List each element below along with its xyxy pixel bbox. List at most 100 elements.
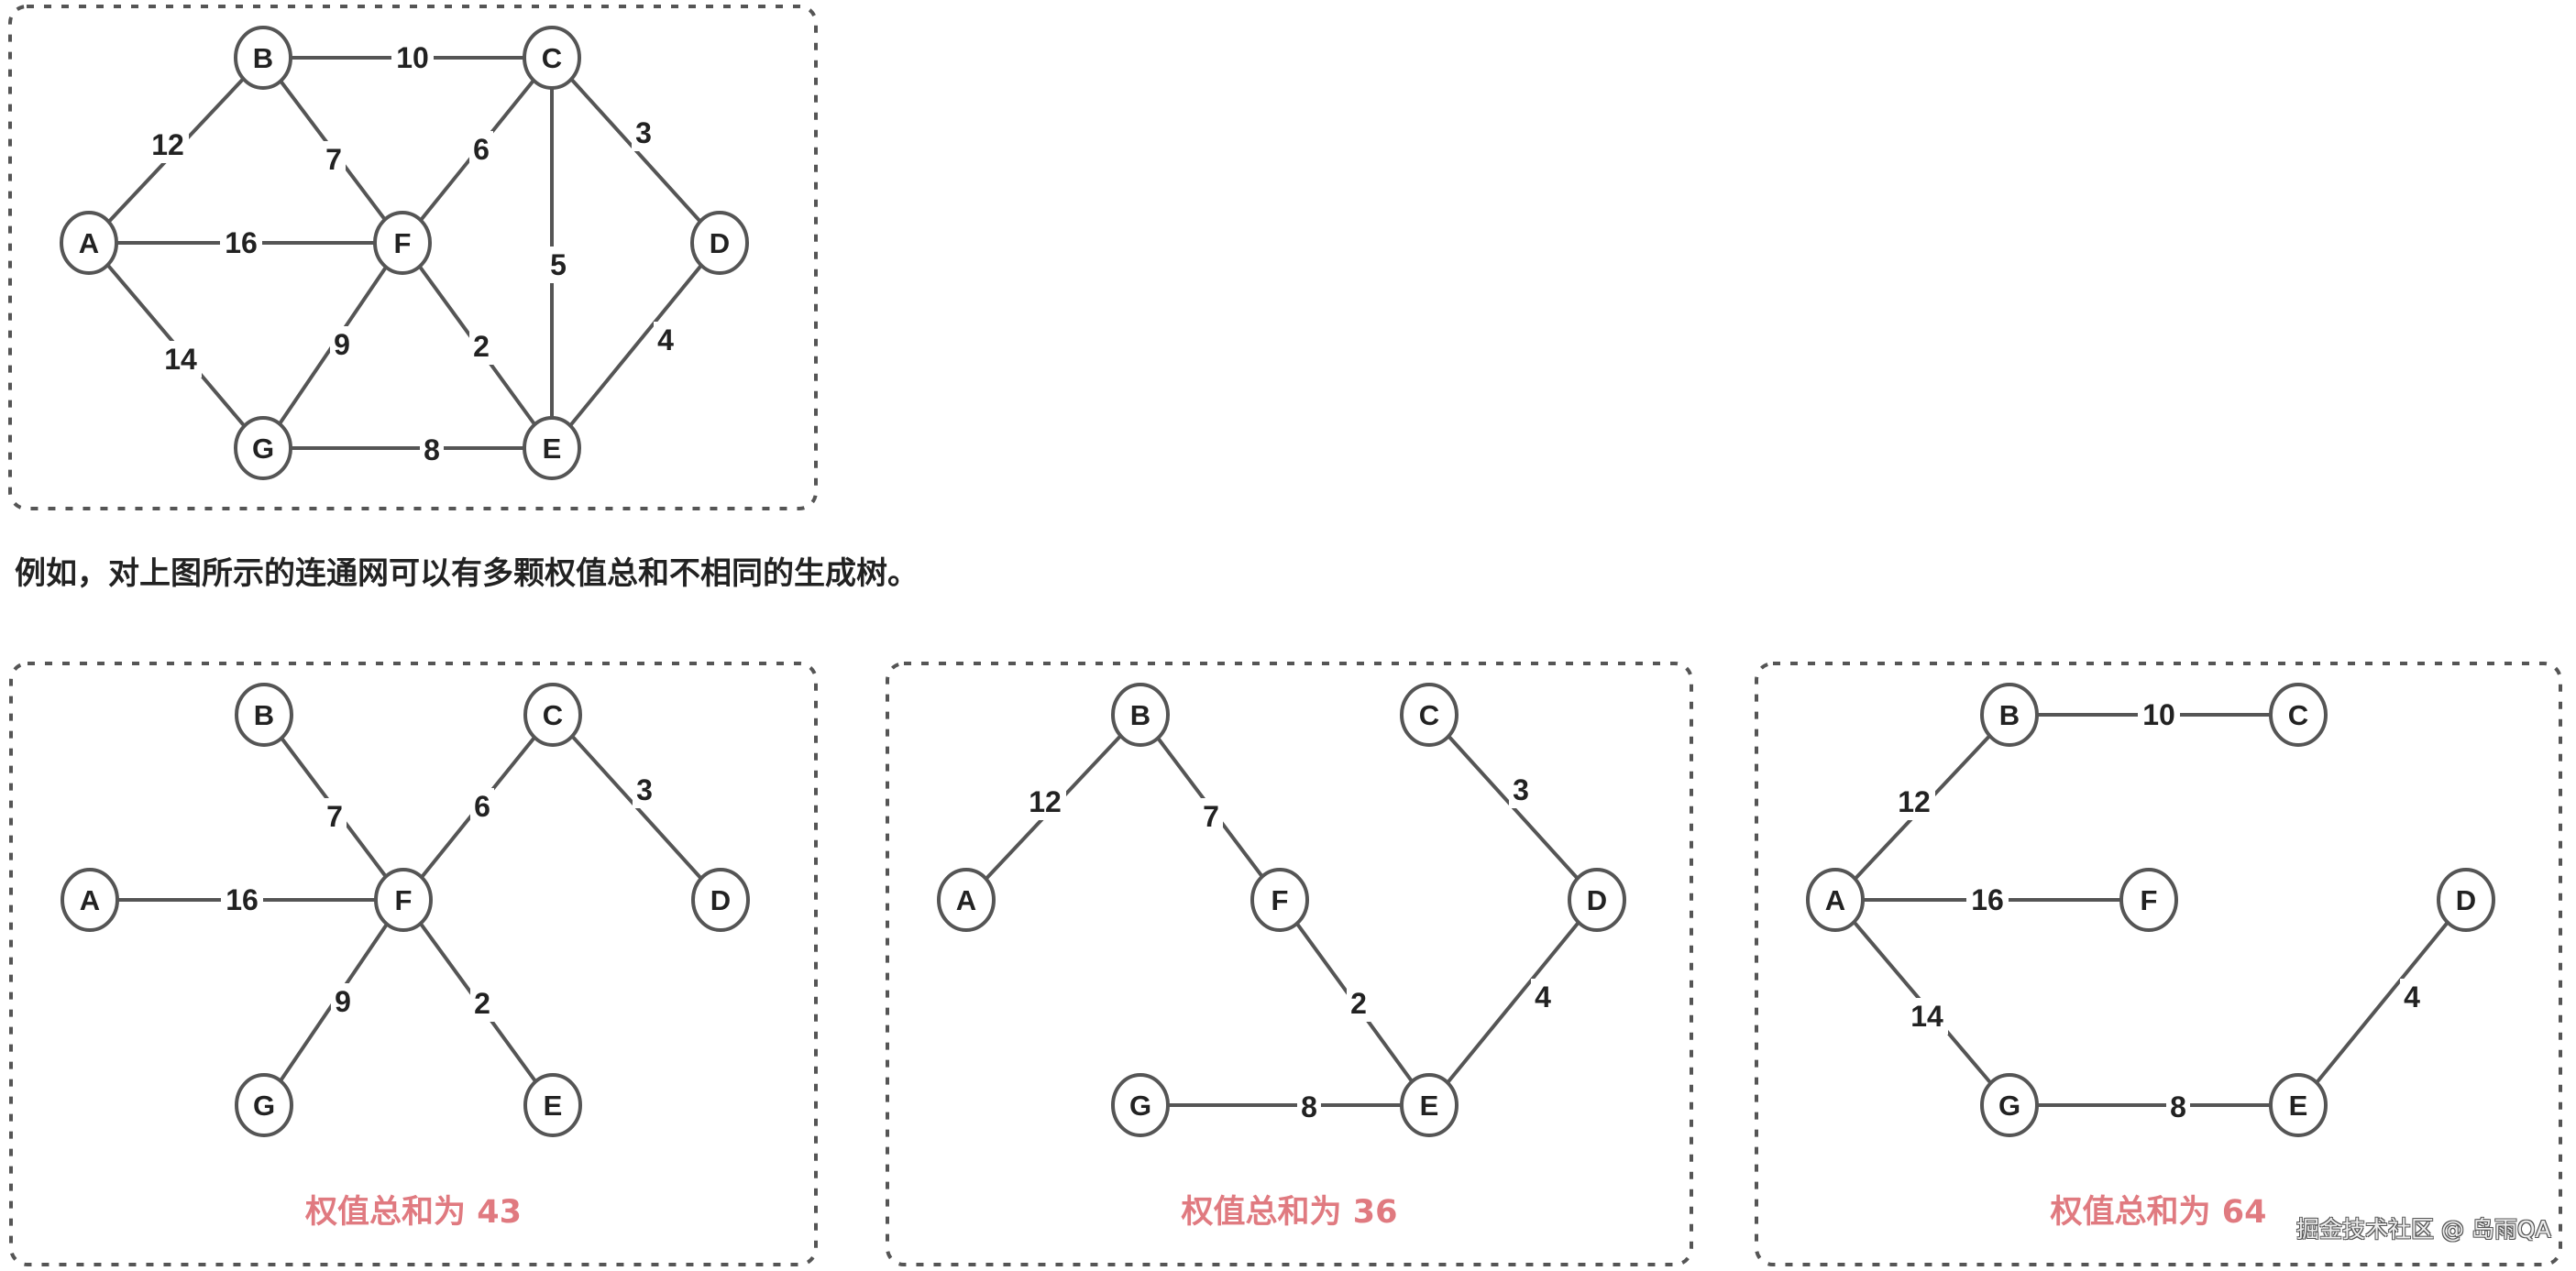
edge-weight-A-G: 14 [164,343,197,376]
spanning-tree-2-caption: 权值总和为 36 [1181,1194,1398,1231]
node-B: B [234,26,292,90]
svg-text:A: A [80,884,100,916]
node-F: F [373,211,432,275]
svg-text:F: F [395,884,413,916]
node-B: B [1111,683,1170,747]
svg-text:E: E [2289,1090,2308,1122]
edge-weight-A-B: 12 [1898,785,1931,818]
spanning-tree-1-caption: 权值总和为 43 [305,1194,522,1231]
spanning-tree-3-diagram: 10 12 16 14 8 4 A B C D E F G [1755,662,2562,1266]
node-F: F [1250,868,1309,932]
edge-weight-A-B: 12 [151,128,184,161]
edge-weight-B-F: 7 [326,800,343,833]
edge-weight-A-F: 16 [1971,883,2004,916]
spanning-tree-1-panel: 7 6 3 16 9 2 A B C D E F G 权值总和为 43 [9,662,818,1266]
node-A: A [1806,868,1865,932]
svg-text:F: F [2141,884,2158,916]
svg-text:B: B [254,699,274,731]
node-B: B [1980,683,2039,747]
svg-text:B: B [1130,699,1150,731]
edge-weight-B-F: 7 [325,143,342,176]
node-F: F [374,868,433,932]
svg-text:C: C [2288,699,2308,731]
edge-weight-B-C: 10 [2142,698,2175,731]
edge-weight-D-E: 4 [1535,981,1551,1014]
node-G: G [1111,1073,1170,1137]
edge-weight-E-F: 2 [1350,987,1367,1020]
edge-weight-C-F: 6 [473,133,490,166]
edge-weight-E-G: 8 [1301,1090,1317,1123]
edge-weight-D-E: 4 [2404,981,2420,1014]
node-E: E [1400,1073,1459,1137]
node-G: G [234,416,292,480]
node-D: D [1568,868,1626,932]
node-D: D [691,868,750,932]
svg-text:C: C [1419,699,1439,731]
node-D: D [690,211,749,275]
node-C: C [2269,683,2328,747]
edge-weight-E-G: 8 [424,433,440,466]
svg-text:E: E [544,1090,563,1122]
svg-text:G: G [1129,1090,1151,1122]
spanning-tree-2-panel: 12 7 3 2 4 8 A B C D E F G 权值总和为 36 [886,662,1693,1266]
svg-text:D: D [710,227,730,259]
edge-weight-A-F: 16 [226,883,259,916]
watermark: 掘金技术社区 @ 岛雨QA [2296,1216,2551,1243]
edge-weight-C-E: 5 [550,248,567,281]
svg-text:A: A [956,884,976,916]
original-network-panel: 10 12 7 6 3 16 5 9 2 4 14 8 A B C D E F G [8,5,818,510]
svg-text:D: D [2456,884,2476,916]
node-A: A [61,868,119,932]
svg-text:G: G [253,1090,275,1122]
node-E: E [523,1073,582,1137]
edge-weight-C-D: 3 [1513,773,1529,806]
node-A: A [937,868,996,932]
svg-text:A: A [1825,884,1845,916]
edge-weight-B-F: 7 [1203,800,1219,833]
svg-text:D: D [1587,884,1607,916]
spanning-tree-3-caption: 权值总和为 64 [2050,1194,2267,1231]
node-C: C [523,683,582,747]
svg-text:G: G [1998,1090,2020,1122]
edge-weight-F-G: 9 [335,985,351,1018]
edge-weight-A-B: 12 [1029,785,1062,818]
edge-D-E [2296,898,2468,1107]
spanning-tree-1-diagram: 7 6 3 16 9 2 A B C D E F G [9,662,818,1266]
node-B: B [235,683,293,747]
node-A: A [60,211,118,275]
svg-text:B: B [1999,699,2020,731]
edge-weight-C-D: 3 [635,116,652,149]
spanning-tree-3-panel: 10 12 16 14 8 4 A B C D E F G 权值总和为 64 [1755,662,2562,1266]
edge-weight-E-F: 2 [474,987,490,1020]
node-C: C [523,26,581,90]
edge-weight-E-G: 8 [2170,1090,2186,1123]
edge-weight-A-G: 14 [1910,1000,1943,1033]
node-G: G [1980,1073,2039,1137]
edge-D-E [550,241,721,450]
edge-weight-A-F: 16 [225,226,258,259]
svg-text:E: E [543,433,562,465]
spanning-tree-2-diagram: 12 7 3 2 4 8 A B C D E F G [886,662,1693,1266]
svg-text:D: D [710,884,731,916]
node-E: E [2269,1073,2328,1137]
svg-text:F: F [1271,884,1289,916]
svg-text:E: E [1420,1090,1439,1122]
svg-text:B: B [253,42,273,74]
node-E: E [523,416,581,480]
edge-weight-F-G: 9 [334,328,350,361]
edge-weight-E-F: 2 [473,330,490,363]
node-D: D [2437,868,2495,932]
node-F: F [2119,868,2178,932]
svg-text:A: A [79,227,99,259]
edge-weight-D-E: 4 [657,323,674,356]
svg-text:G: G [252,433,274,465]
node-G: G [235,1073,293,1137]
node-C: C [1400,683,1459,747]
edge-D-E [1427,898,1599,1107]
svg-text:F: F [394,227,412,259]
edge-weight-C-D: 3 [636,773,653,806]
edge-weight-C-F: 6 [474,790,490,823]
edge-weight-B-C: 10 [396,41,429,74]
original-network-diagram: 10 12 7 6 3 16 5 9 2 4 14 8 A B C D E F G [8,5,818,510]
svg-text:C: C [543,699,563,731]
